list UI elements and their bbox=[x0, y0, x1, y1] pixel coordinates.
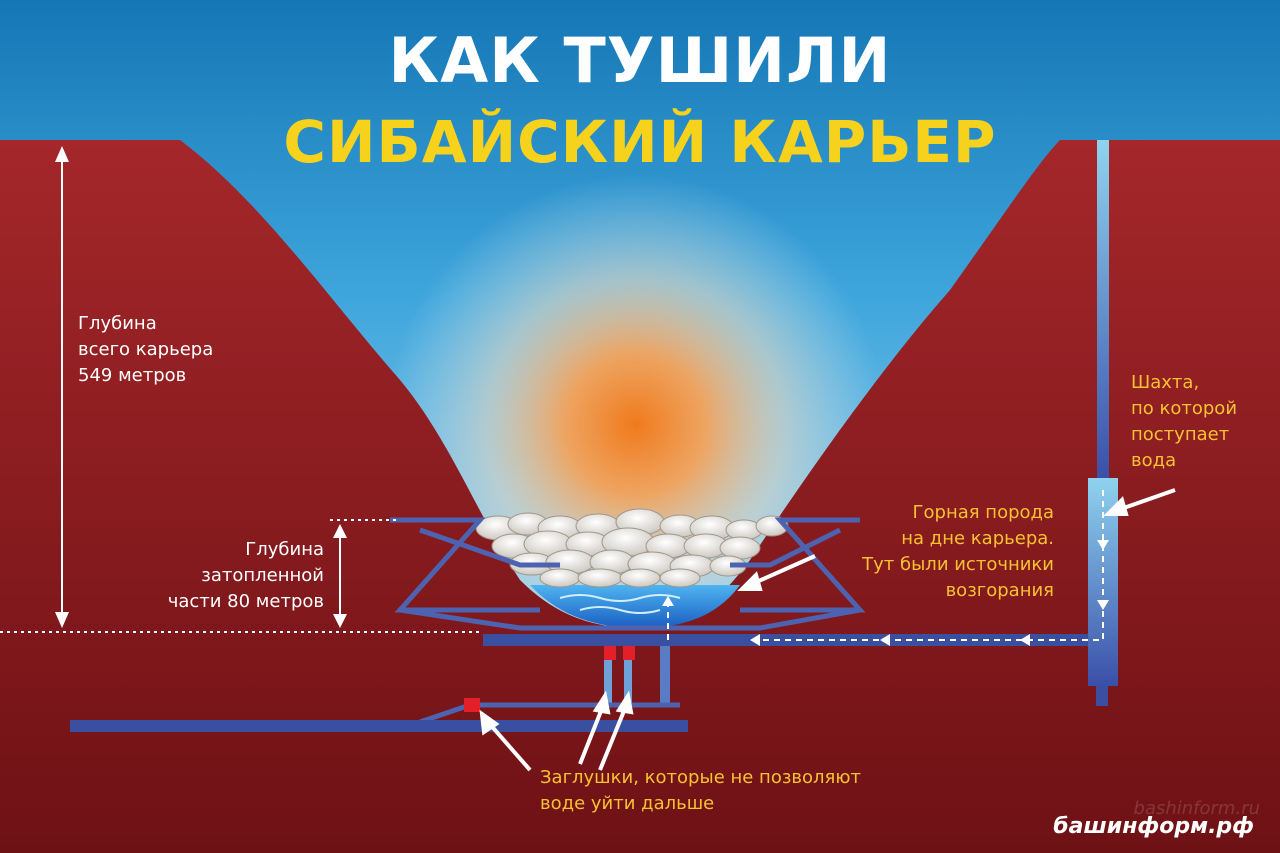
title-line-1: КАК ТУШИЛИ bbox=[388, 24, 892, 97]
depth-arrowheads bbox=[55, 146, 347, 628]
water-wave bbox=[559, 594, 681, 602]
label-line: 549 метров bbox=[78, 365, 187, 386]
label-line: Глубина bbox=[245, 539, 324, 560]
plugs-label: Заглушки, которые не позволяют воде уйти… bbox=[540, 765, 861, 817]
label-line: воде уйти дальше bbox=[540, 793, 715, 814]
callout-arrows bbox=[479, 488, 1176, 772]
rock bbox=[659, 568, 701, 588]
label-line: поступает bbox=[1131, 424, 1230, 445]
pipe-vertical bbox=[660, 646, 670, 706]
shaft-label: Шахта, по которой поступает вода bbox=[1131, 370, 1237, 474]
plug bbox=[464, 698, 480, 712]
label-line: всего карьера bbox=[78, 339, 214, 360]
brand-logo-text: башинформ.рф bbox=[1053, 814, 1254, 839]
total-depth-label: Глубина всего карьера 549 метров bbox=[78, 311, 213, 389]
label-line: Тут были источники bbox=[862, 554, 1054, 575]
label-line: Шахта, bbox=[1131, 372, 1200, 393]
label-line: возгорания bbox=[945, 580, 1054, 601]
flooded-depth-label: Глубина затопленной части 80 метров bbox=[130, 537, 324, 615]
pipe-vertical bbox=[624, 646, 632, 706]
label-line: затопленной bbox=[201, 565, 324, 586]
title-line-2: СИБАЙСКИЙ КАРЬЕР bbox=[283, 108, 997, 176]
shaft-bottom bbox=[1096, 686, 1108, 706]
plug bbox=[604, 646, 616, 660]
depth-markers bbox=[0, 150, 480, 633]
plug bbox=[623, 646, 635, 660]
label-line: Горная порода bbox=[912, 502, 1054, 523]
terrace-frames bbox=[390, 517, 866, 631]
label-line: вода bbox=[1131, 450, 1177, 471]
watermark: bashinform.ru bbox=[1133, 798, 1260, 819]
water-wave bbox=[579, 606, 661, 614]
label-line: по которой bbox=[1131, 398, 1238, 419]
label-line: Глубина bbox=[78, 313, 157, 334]
rock bbox=[539, 568, 581, 588]
pipe-vertical bbox=[604, 646, 612, 706]
rock bbox=[577, 568, 623, 588]
label-line: на дне карьера. bbox=[901, 528, 1054, 549]
rock bbox=[619, 568, 661, 588]
lower-pipe bbox=[419, 702, 471, 725]
shaft-pipe bbox=[1097, 140, 1109, 480]
rock-label: Горная порода на дне карьера. Тут были и… bbox=[840, 500, 1054, 604]
bottom-pipe bbox=[70, 720, 688, 732]
flow-arrows bbox=[662, 540, 1109, 646]
rock-pile bbox=[475, 508, 789, 588]
label-line: части 80 метров bbox=[167, 591, 324, 612]
label-line: Заглушки, которые не позволяют bbox=[540, 767, 861, 788]
earth-ground bbox=[0, 140, 1280, 853]
